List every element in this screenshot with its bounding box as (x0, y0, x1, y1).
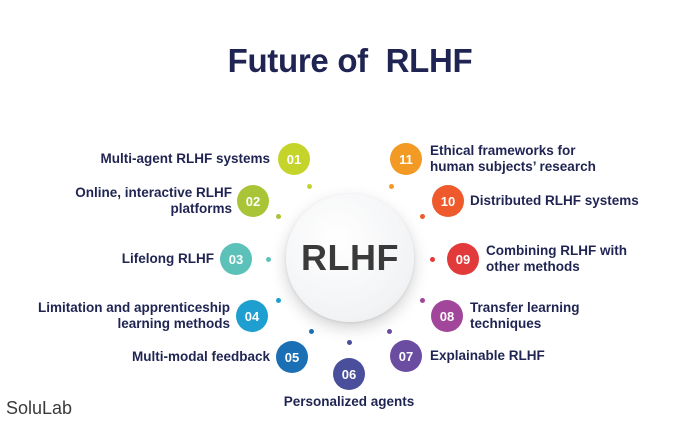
item-badge-02: 02 (237, 185, 269, 217)
connector-dot (386, 328, 392, 334)
connector-dot (388, 183, 394, 189)
center-label: RLHF (301, 237, 399, 278)
item-badge-05: 05 (276, 341, 308, 373)
brand-logo: SoluLab (6, 398, 73, 418)
item-label-05: Multi-modal feedback (131, 349, 270, 364)
connector-dot (306, 183, 312, 189)
connector-dot (275, 297, 281, 303)
item-badge-09: 09 (447, 243, 479, 275)
item-label-07: Explainable RLHF (430, 348, 545, 363)
item-badge-03: 03 (220, 243, 252, 275)
item-label-10: Distributed RLHF systems (470, 193, 639, 208)
item-badge-10: 10 (432, 185, 464, 217)
page-title: Future of RLHF (227, 42, 473, 79)
connector-dot (265, 256, 271, 262)
item-badge-07: 07 (390, 340, 422, 372)
item-badge-08: 08 (431, 300, 463, 332)
item-badge-06: 06 (333, 358, 365, 390)
connector-dot (419, 213, 425, 219)
center-circle: RLHF (286, 194, 414, 322)
item-label-03: Lifelong RLHF (121, 251, 214, 266)
item-badge-01: 01 (278, 143, 310, 175)
connector-dot (429, 256, 435, 262)
connector-dot (419, 297, 425, 303)
item-badge-11: 11 (390, 143, 422, 175)
item-badge-04: 04 (236, 300, 268, 332)
connector-dot (308, 328, 314, 334)
item-label-01: Multi-agent RLHF systems (100, 151, 270, 166)
connector-dot (346, 339, 352, 345)
connector-dot (275, 213, 281, 219)
item-label-06: Personalized agents (283, 394, 415, 409)
